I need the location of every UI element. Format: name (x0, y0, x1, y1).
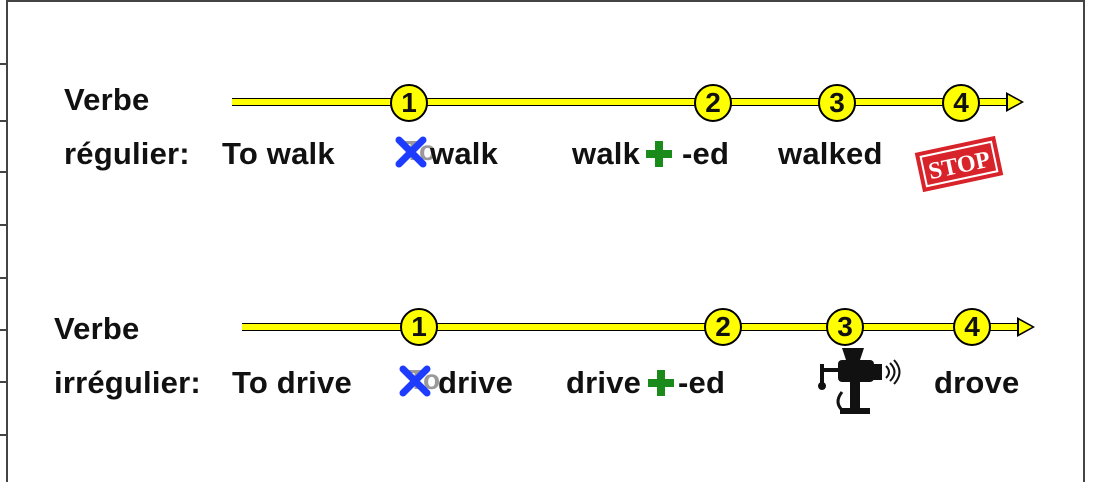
irregular-step2-word: drive (566, 365, 642, 400)
irregular-step4-word: drove (934, 365, 1020, 400)
left-tick (0, 171, 7, 173)
irregular-step-4: 4 (953, 308, 991, 346)
top-border (6, 0, 1085, 2)
meat-grinder-icon (818, 348, 901, 414)
cross-icon (399, 365, 431, 397)
regular-step-4: 4 (942, 84, 980, 122)
irregular-cross-icon: To (398, 364, 440, 398)
regular-title-line1: Verbe (64, 82, 150, 117)
irregular-step-2: 2 (704, 308, 742, 346)
irregular-infinitive: To drive (232, 365, 352, 400)
regular-cross-icon: To (394, 135, 436, 169)
right-border (1083, 0, 1085, 482)
left-tick (0, 120, 7, 122)
irregular-title-line1: Verbe (54, 311, 140, 346)
irregular-plus-icon (648, 370, 674, 396)
regular-step3-word: walked (778, 136, 883, 171)
cross-icon (395, 136, 427, 168)
irregular-arrow-head-icon (1017, 317, 1035, 337)
irregular-timeline (242, 323, 1017, 331)
regular-title-line2: régulier: (64, 136, 190, 171)
stop-stamp-icon: STOP (914, 135, 1004, 193)
regular-infinitive: To walk (222, 136, 335, 171)
left-tick (0, 224, 7, 226)
regular-timeline (232, 98, 1006, 106)
regular-step-3: 3 (818, 84, 856, 122)
left-border (6, 0, 8, 482)
left-tick (0, 277, 7, 279)
irregular-step1-word: drive (438, 365, 514, 400)
regular-step-1: 1 (390, 84, 428, 122)
left-tick (0, 329, 7, 331)
irregular-step-3: 3 (826, 308, 864, 346)
irregular-step-1: 1 (400, 308, 438, 346)
regular-step2-suffix: -ed (682, 136, 730, 171)
left-tick (0, 63, 7, 65)
irregular-step2-suffix: -ed (678, 365, 726, 400)
regular-plus-icon (646, 141, 672, 167)
left-tick (0, 434, 7, 436)
irregular-title-line2: irrégulier: (54, 365, 201, 400)
regular-step2-word: walk (572, 136, 641, 171)
regular-step-2: 2 (694, 84, 732, 122)
left-tick (0, 381, 7, 383)
regular-step1-word: walk (430, 136, 499, 171)
regular-arrow-head-icon (1006, 92, 1024, 112)
